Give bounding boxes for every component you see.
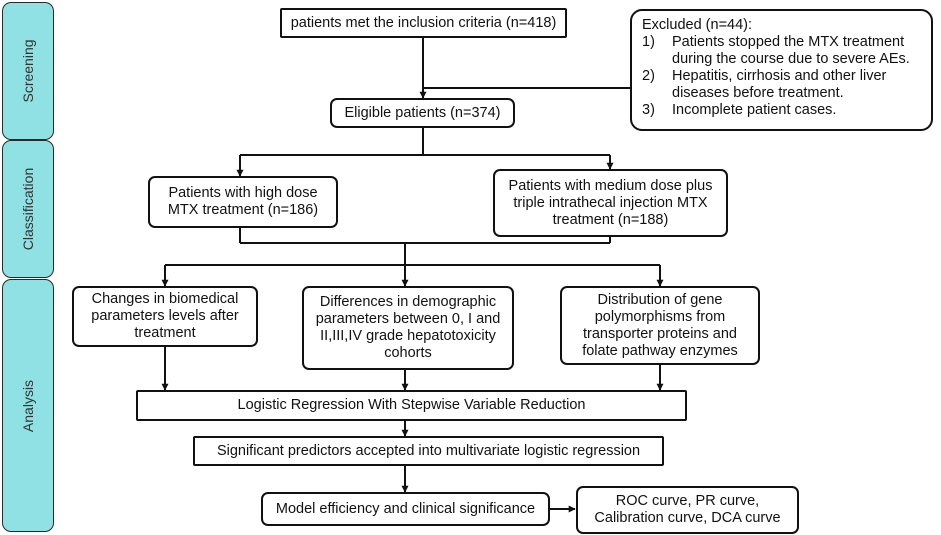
excluded-title: Excluded (n=44): [642,17,753,33]
excluded-item: 1) Patients stopped the MTX treatment du… [642,34,921,68]
excluded-box: Excluded (n=44): 1) Patients stopped the… [630,9,933,131]
excluded-item-number: 3) [642,102,655,118]
curves-box: ROC curve, PR curve, Calibration curve, … [576,486,799,534]
excluded-item-number: 2) [642,68,655,84]
eligible-box: Eligible patients (n=374) [330,98,515,128]
biomedical-box: Changes in biomedical parameters levels … [72,286,258,347]
excluded-list: 1) Patients stopped the MTX treatment du… [642,34,921,119]
demographic-box: Differences in demographic parameters be… [302,286,514,370]
excluded-item: 2) Hepatitis, cirrhosis and other liver … [642,68,921,102]
significant-predictors-box: Significant predictors accepted into mul… [193,436,664,466]
medium-dose-box: Patients with medium dose plus triple in… [493,169,728,237]
model-efficiency-box: Model efficiency and clinical significan… [261,492,550,526]
gene-box: Distribution of gene polymorphisms from … [560,286,760,365]
excluded-item-text: Patients stopped the MTX treatment durin… [672,34,910,67]
inclusion-box: patients met the inclusion criteria (n=4… [280,8,567,38]
excluded-item-number: 1) [642,34,655,50]
excluded-item-text: Hepatitis, cirrhosis and other liver dis… [672,68,887,101]
stage-classification-label: Classification [20,167,36,251]
stage-classification: Classification [2,140,54,278]
stage-analysis: Analysis [2,279,54,532]
stage-screening: Screening [2,2,54,140]
logistic-regression-box: Logistic Regression With Stepwise Variab… [136,390,687,421]
excluded-item-text: Incomplete patient cases. [672,102,837,118]
stage-analysis-label: Analysis [20,379,36,432]
high-dose-box: Patients with high dose MTX treatment (n… [148,176,338,228]
excluded-item: 3) Incomplete patient cases. [642,102,921,119]
stage-screening-label: Screening [20,39,36,103]
